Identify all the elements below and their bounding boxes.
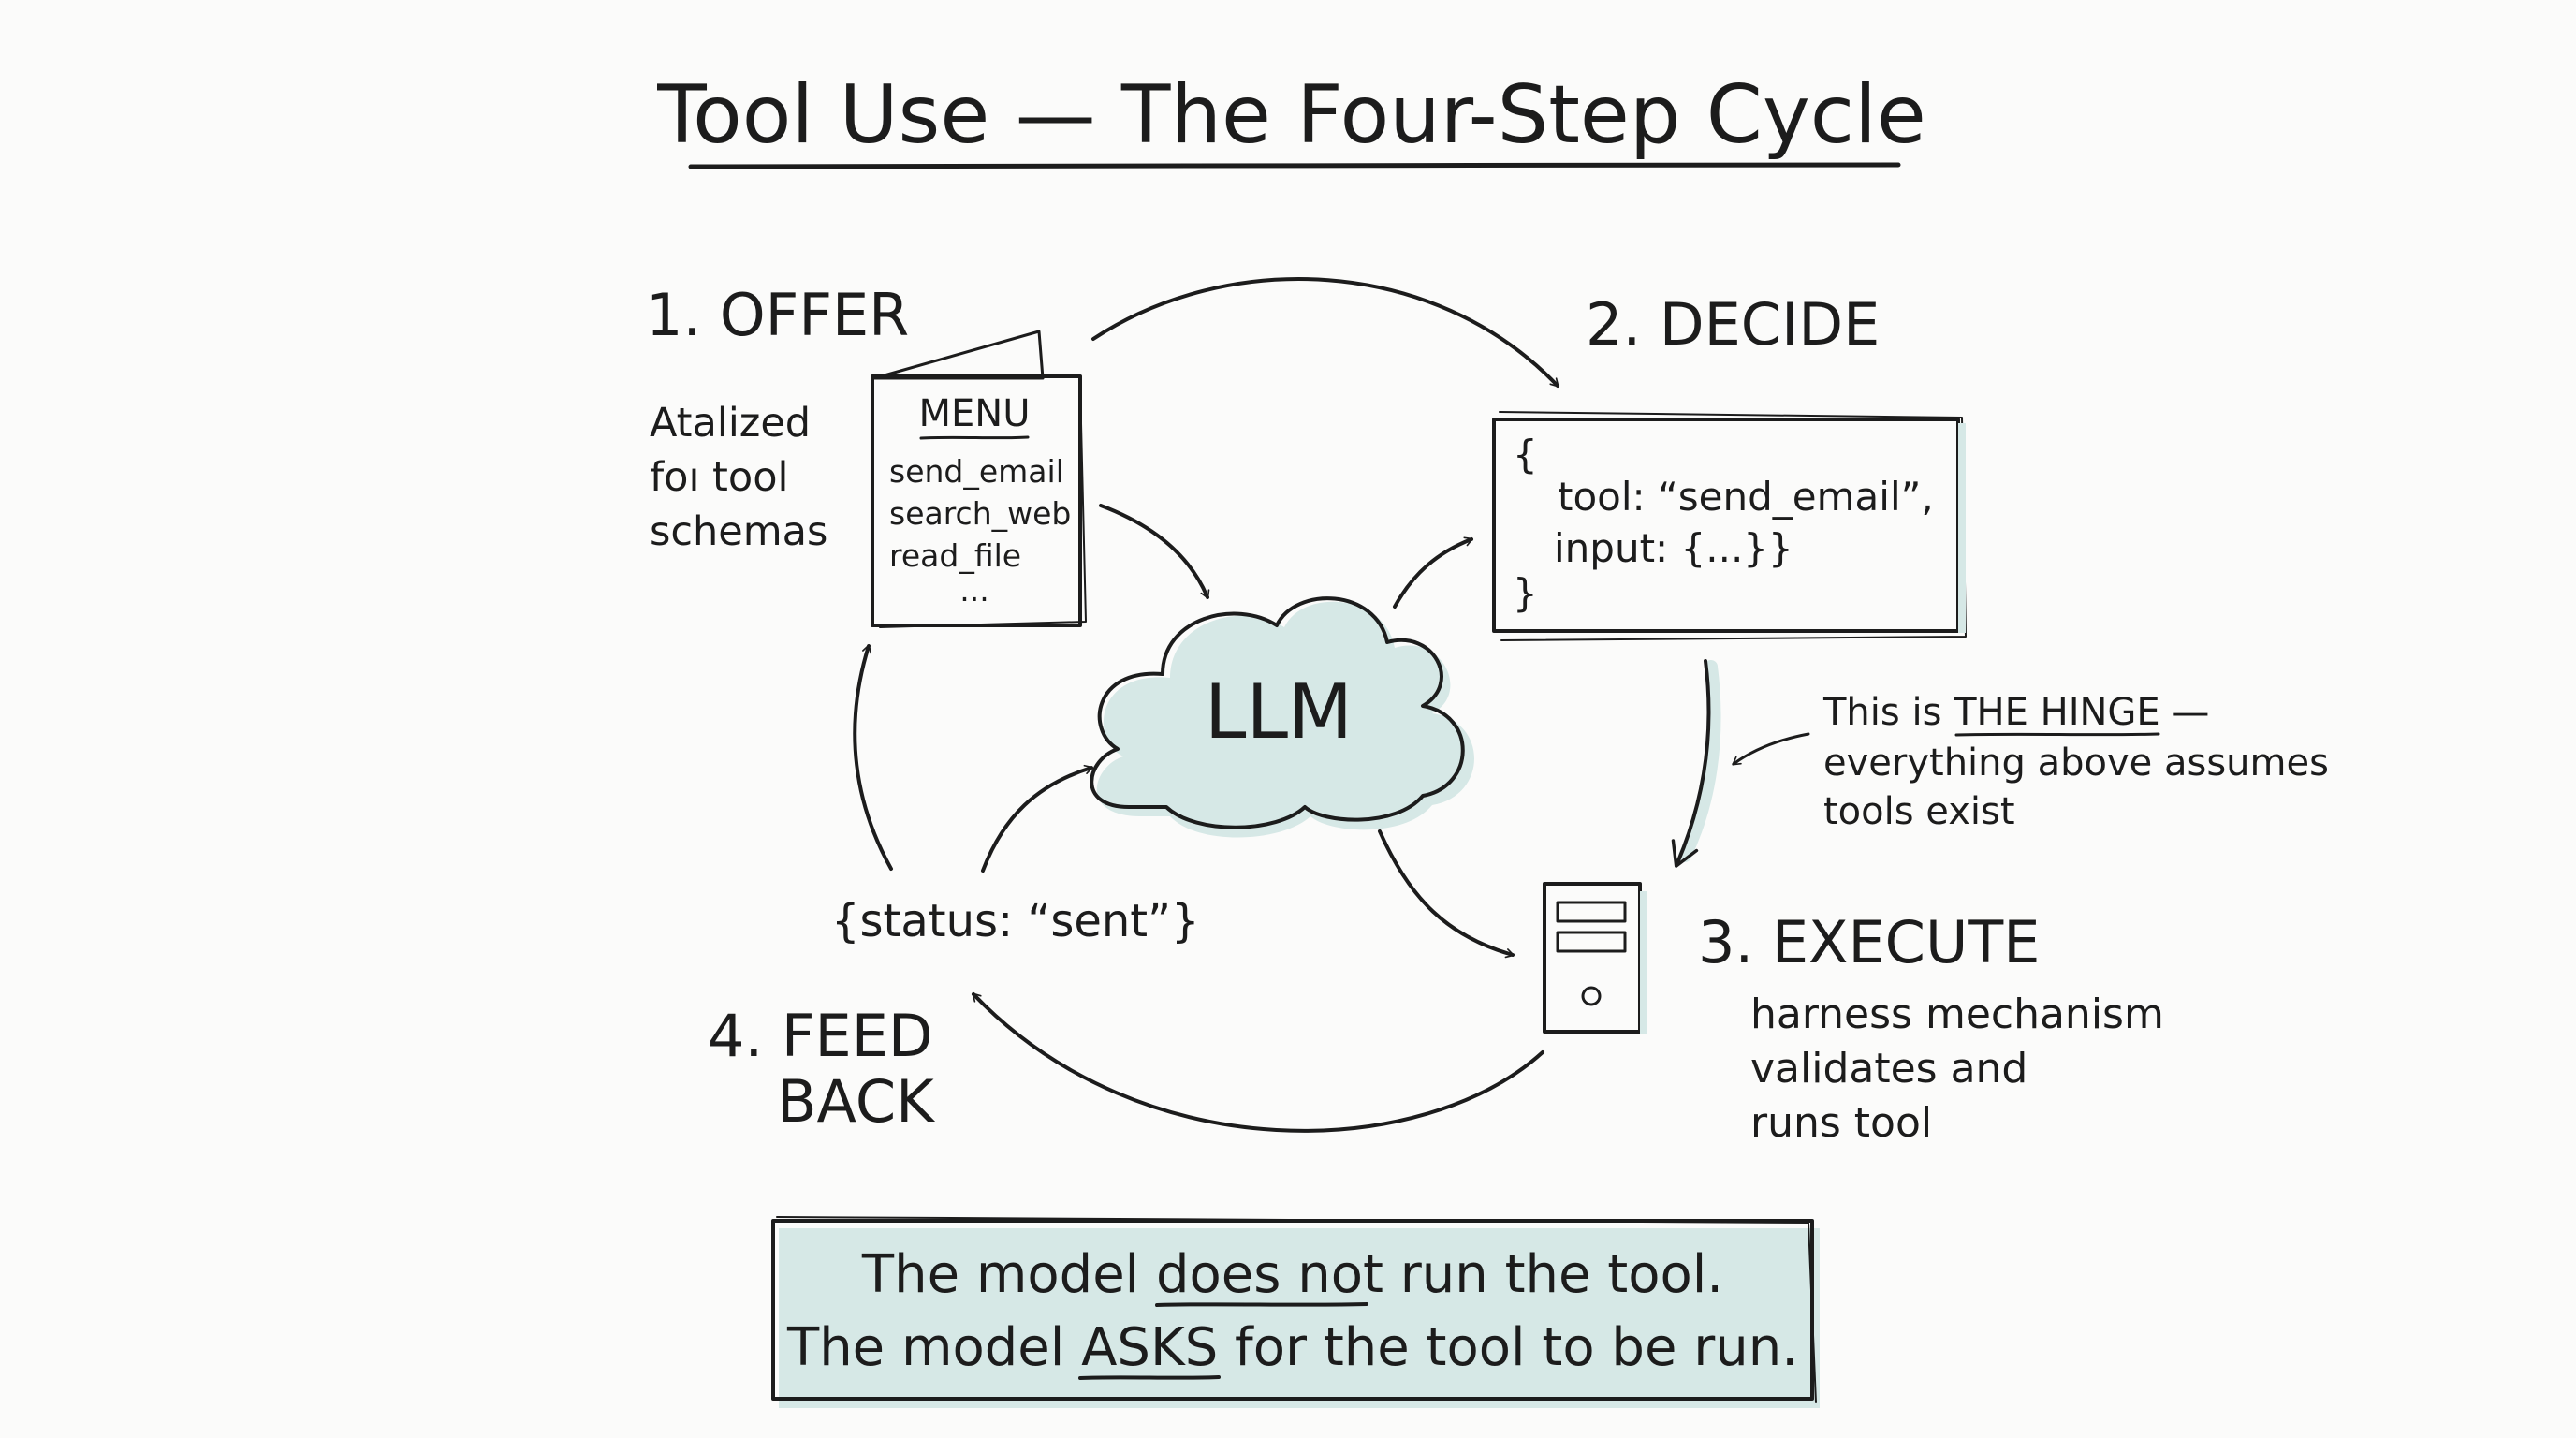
hinge-emphasis-underline xyxy=(1954,732,2160,737)
hinge-suffix: — xyxy=(2160,691,2210,734)
takeaway-line-1-before: The model xyxy=(861,1244,1156,1305)
hinge-line-1: This is THE HINGE — xyxy=(1822,691,2209,734)
takeaway-line-1-after: run the tool. xyxy=(1383,1244,1723,1305)
hinge-pointer-arrow xyxy=(1732,732,1810,766)
step-execute: 3. EXECUTE harness mechanism validates a… xyxy=(1543,882,2164,1147)
arrow-execute-to-feedback xyxy=(972,992,1544,1133)
title-underline xyxy=(688,162,1901,169)
feedback-label-line-1: 4. FEED xyxy=(708,1002,933,1070)
takeaway-line-2-after: for the tool to be run. xyxy=(1218,1317,1798,1378)
takeaway-box: The model does not run the tool. The mod… xyxy=(771,1216,1820,1408)
hinge-emphasis: THE HINGE xyxy=(1953,691,2160,734)
offer-note-line-2: foı tool xyxy=(650,454,788,501)
menu-heading-underline xyxy=(919,435,1030,440)
arrow-llm-to-execute xyxy=(1378,829,1515,959)
diagram-title: Tool Use — The Four-Step Cycle xyxy=(656,68,1926,162)
menu-item-1: send_email xyxy=(889,453,1064,490)
arrow-json-to-execute-shadow xyxy=(1678,660,1721,862)
server-icon xyxy=(1543,882,1647,1034)
hinge-prefix: This is xyxy=(1822,691,1954,734)
execute-note-line-1: harness mechanism xyxy=(1750,990,2164,1038)
json-line-1: { xyxy=(1513,432,1538,477)
takeaway-emphasis-1-underline xyxy=(1155,1302,1368,1307)
takeaway-emphasis-2-underline xyxy=(1078,1375,1221,1380)
arrow-offer-to-decide xyxy=(1091,277,1559,388)
arrow-json-to-execute xyxy=(1671,659,1711,868)
json-line-4: } xyxy=(1513,570,1538,616)
hinge-line-2: everything above assumes xyxy=(1823,741,2329,785)
feedback-result: {status: “sent”} xyxy=(831,895,1200,947)
menu-item-4: ... xyxy=(959,572,988,609)
cycle-arrows xyxy=(853,277,1721,1133)
takeaway-line-2-emphasis: ASKS xyxy=(1081,1317,1218,1378)
json-line-3: input: {...}} xyxy=(1554,525,1793,571)
takeaway-line-1-emphasis: does not xyxy=(1156,1244,1383,1305)
takeaway-line-2-before: The model xyxy=(786,1317,1081,1378)
menu-heading: MENU xyxy=(919,392,1031,435)
json-line-2: tool: “send_email”, xyxy=(1558,474,1934,520)
feedback-label-line-2: BACK xyxy=(777,1067,935,1136)
step-offer: 1. OFFER Atalized foı tool schemas MENU … xyxy=(646,281,1087,628)
arrow-result-to-llm xyxy=(981,764,1093,873)
llm-label: LLM xyxy=(1205,668,1353,756)
arrow-feedback-to-offer xyxy=(853,644,893,871)
execute-note-line-2: validates and xyxy=(1750,1045,2027,1093)
cloud-outline xyxy=(1090,596,1465,829)
arrow-llm-to-json xyxy=(1393,536,1473,609)
title-block: Tool Use — The Four-Step Cycle xyxy=(656,68,1926,169)
takeaway-line-2: The model ASKS for the tool to be run. xyxy=(786,1317,1798,1378)
execute-label: 3. EXECUTE xyxy=(1698,908,2040,976)
menu-item-2: search_web xyxy=(889,495,1071,532)
menu-card-icon: MENU send_email search_web read_file ... xyxy=(871,330,1087,628)
offer-note-line-3: schemas xyxy=(650,508,827,555)
arrow-menu-to-llm xyxy=(1099,504,1210,599)
offer-note-line-1: Atalized xyxy=(650,400,811,447)
hinge-note: This is THE HINGE — everything above ass… xyxy=(1732,691,2329,833)
decide-label: 2. DECIDE xyxy=(1586,290,1880,359)
hinge-line-3: tools exist xyxy=(1823,790,2015,833)
llm-node: LLM xyxy=(1090,596,1474,838)
cloud-icon xyxy=(1090,596,1474,838)
menu-item-3: read_file xyxy=(889,537,1021,574)
execute-note-line-3: runs tool xyxy=(1750,1099,1932,1147)
tool-call-json-box: { tool: “send_email”, input: {...}} } xyxy=(1492,411,1967,641)
cloud-shadow xyxy=(1096,601,1474,838)
takeaway-line-1: The model does not run the tool. xyxy=(861,1244,1723,1305)
offer-label: 1. OFFER xyxy=(646,281,909,349)
step-feedback: {status: “sent”} 4. FEED BACK xyxy=(708,895,1200,1136)
step-decide: 2. DECIDE { tool: “send_email”, input: {… xyxy=(1492,290,1967,641)
